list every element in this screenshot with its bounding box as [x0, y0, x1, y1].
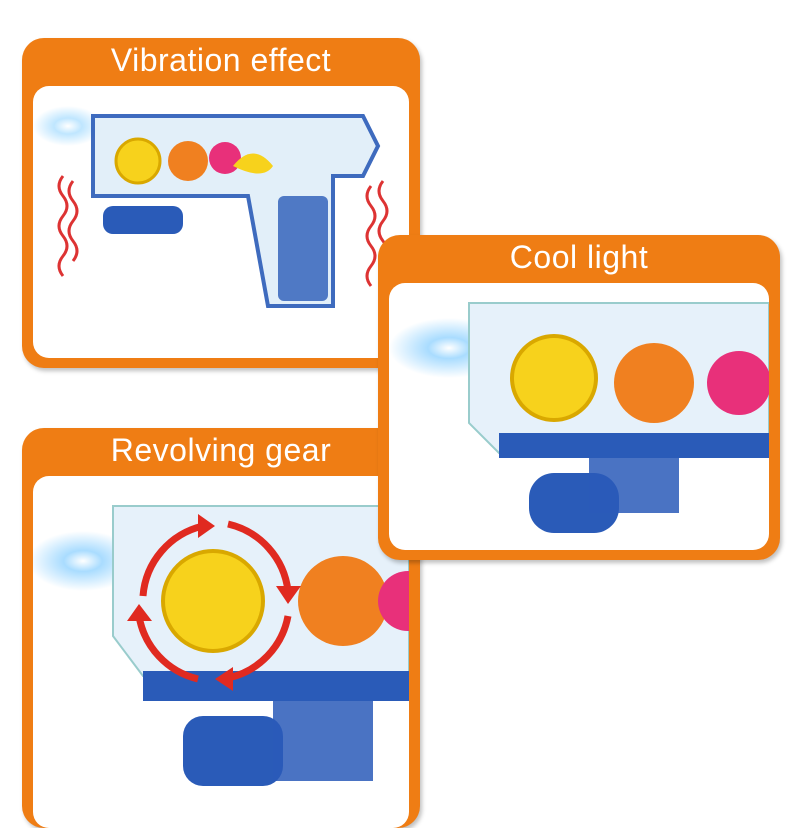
rotation-arrows [135, 520, 292, 683]
vibration-lines-right [365, 185, 377, 287]
toy-gun-image [33, 86, 409, 358]
panel-title: Vibration effect [110, 42, 332, 78]
revolving-gear-panel: Revolving gear [22, 428, 420, 828]
toy-gun-gear-image [33, 476, 409, 828]
panel-title: Cool light [509, 239, 649, 275]
vibration-effect-panel: Vibration effect [22, 38, 420, 368]
toy-gun-closeup-image [389, 283, 769, 550]
vibration-lines-left [57, 175, 69, 277]
panel-title: Revolving gear [110, 432, 332, 468]
cool-light-panel: Cool light [378, 235, 780, 560]
